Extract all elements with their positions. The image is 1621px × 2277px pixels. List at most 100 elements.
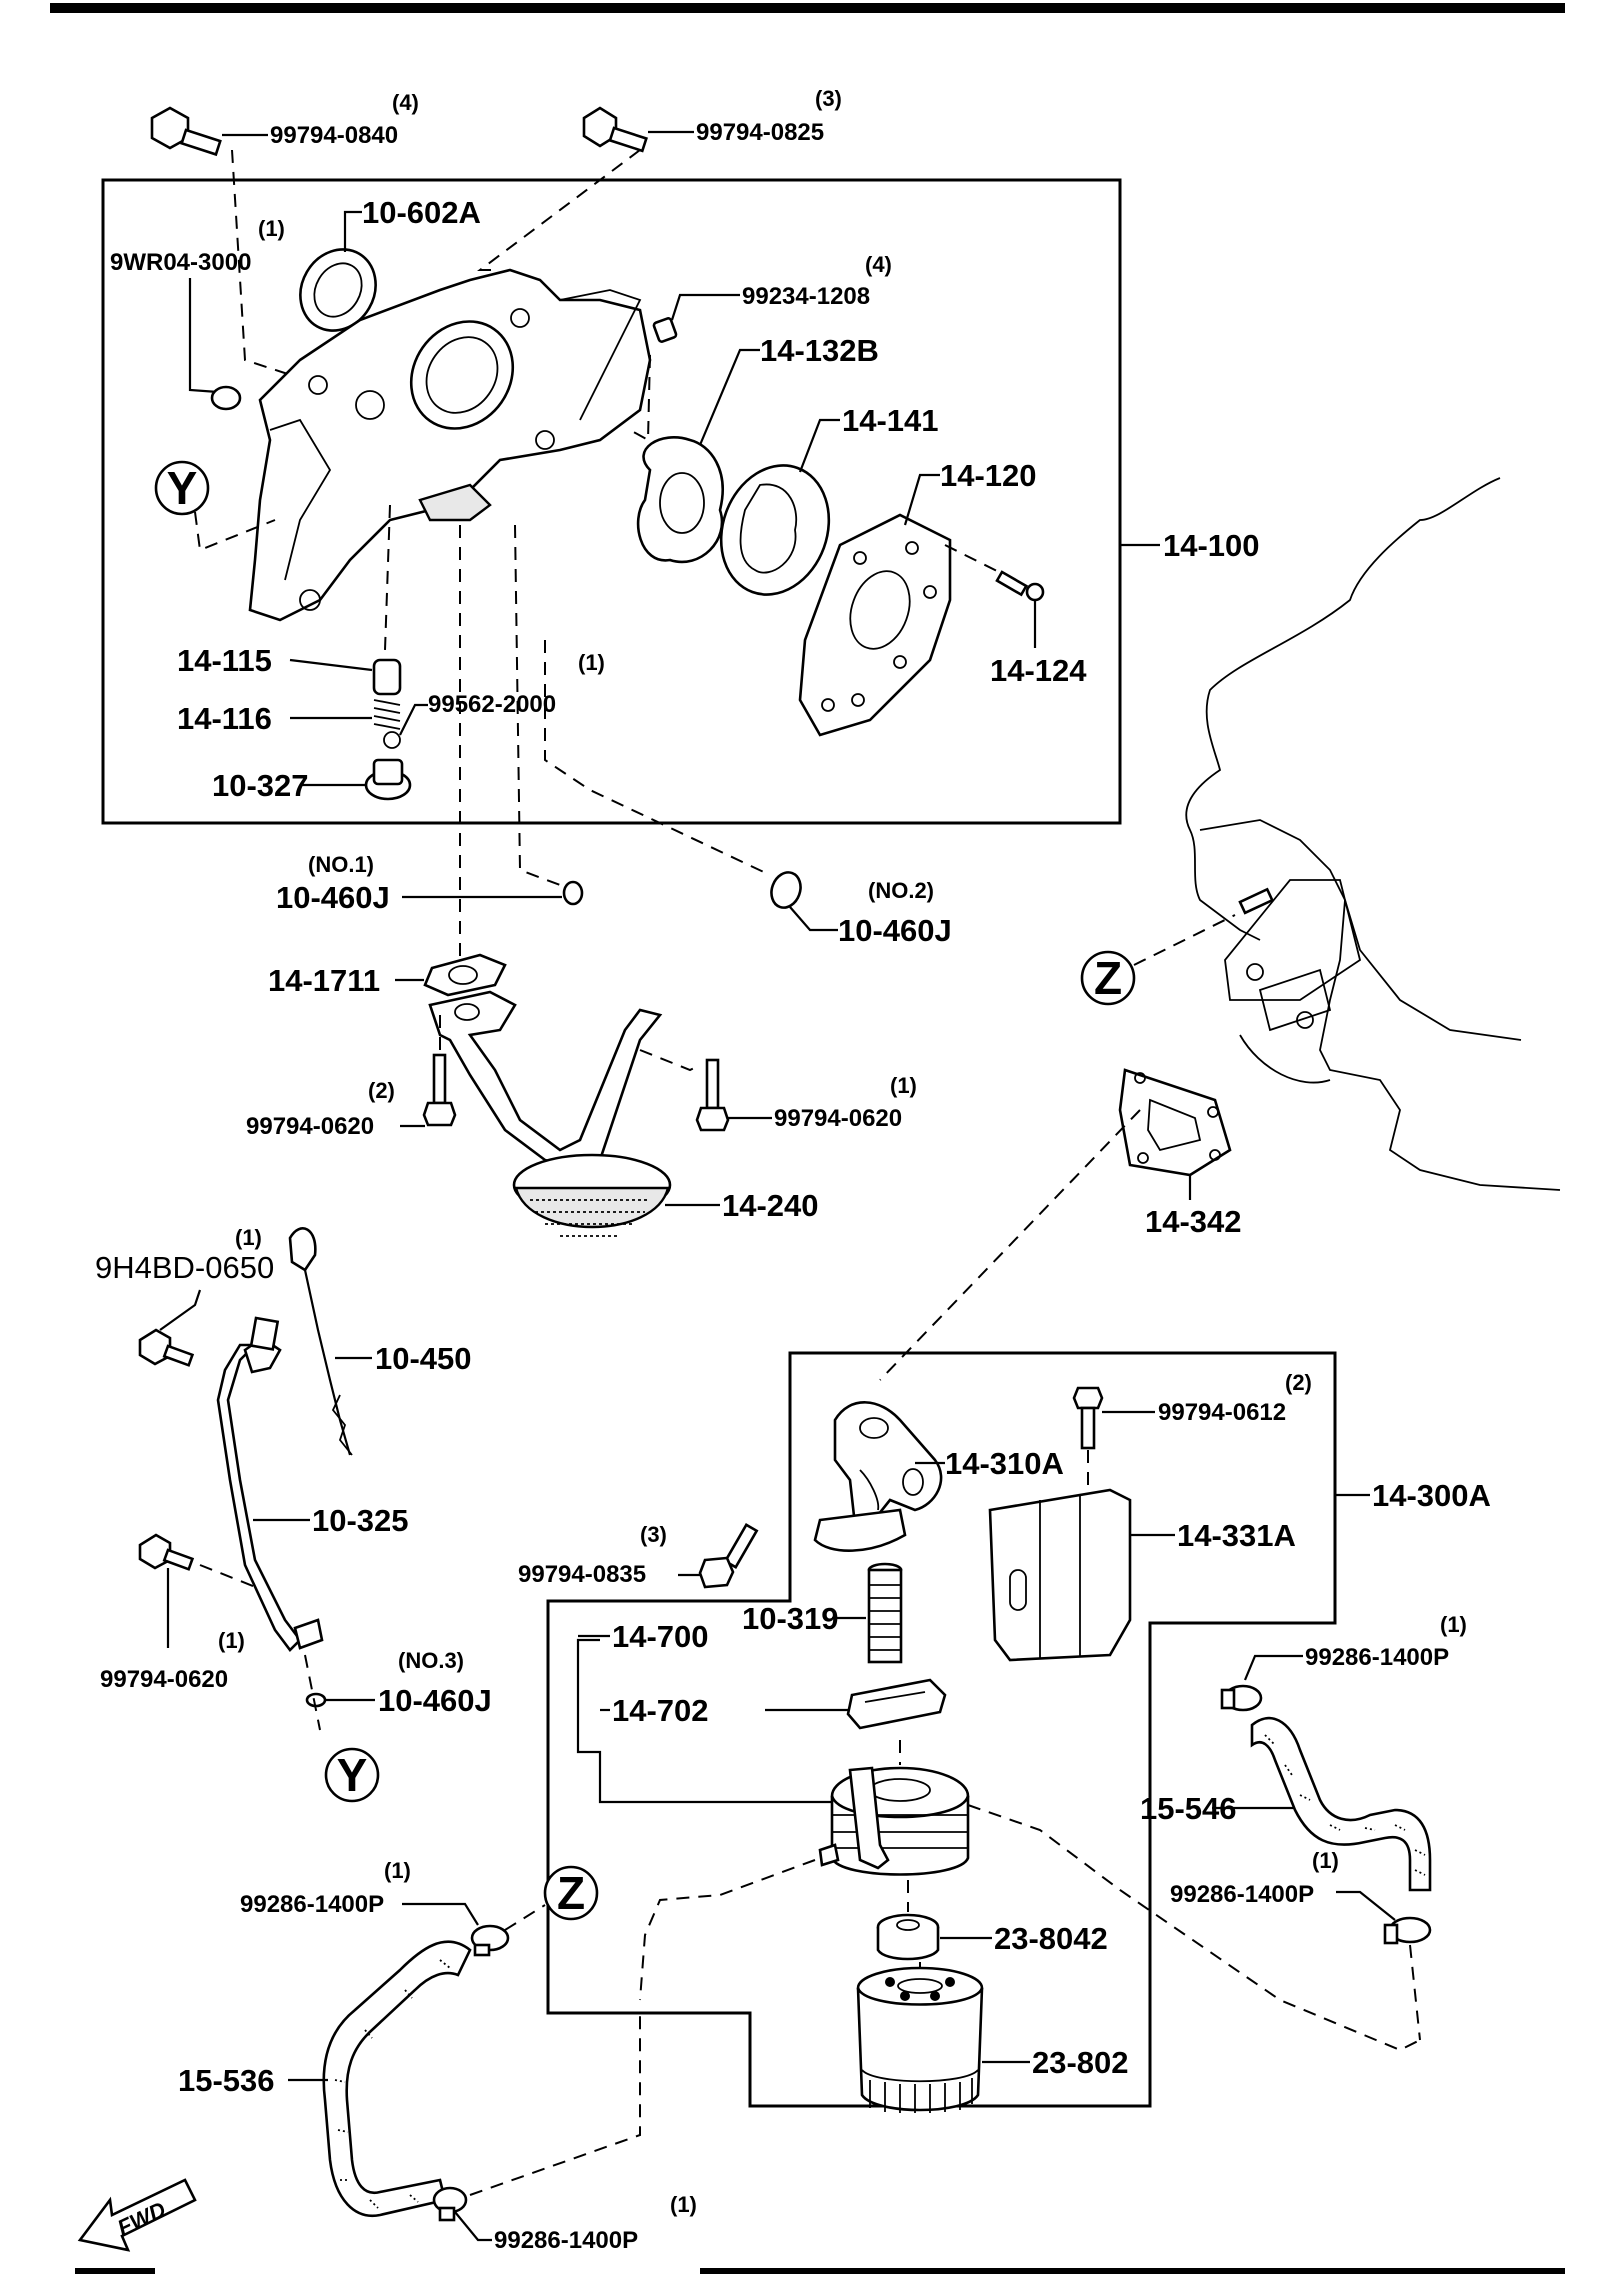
part-label-10-460J-no2[interactable]: 10-460J <box>838 913 952 948</box>
snap-ring-icon <box>383 731 401 749</box>
part-label-99794-0620-a[interactable]: 99794-0620 <box>246 1113 374 1140</box>
bolt-icon <box>695 1058 730 1132</box>
part-label-14-700[interactable]: 14-700 <box>612 1619 709 1654</box>
part-label-99286-1400P-d[interactable]: 99286-1400P <box>494 2227 638 2254</box>
part-qty-99794-0620-c: (1) <box>218 1628 245 1653</box>
reference-z-marker: Z <box>543 1865 599 1921</box>
svg-text:Y: Y <box>337 1749 368 1801</box>
hose-clip-icon <box>470 1924 510 1957</box>
bolt-icon <box>582 106 648 153</box>
part-label-99562-2000[interactable]: 99562-2000 <box>428 691 556 718</box>
gasket-icon <box>846 1678 947 1730</box>
bolt-icon <box>1072 1386 1104 1450</box>
part-qty-9H4BD-0650: (1) <box>235 1225 262 1250</box>
filter-body-icon <box>813 1401 943 1552</box>
part-label-14-141[interactable]: 14-141 <box>842 403 939 438</box>
part-label-99794-0612[interactable]: 99794-0612 <box>1158 1399 1286 1426</box>
part-label-99794-0840[interactable]: 99794-0840 <box>270 122 398 149</box>
inner-rotor-icon <box>636 436 724 564</box>
nut-icon <box>876 1913 940 1961</box>
o-ring-icon <box>305 1692 327 1708</box>
part-label-10-325[interactable]: 10-325 <box>312 1503 409 1538</box>
part-qty-99794-0620-b: (1) <box>890 1073 917 1098</box>
hose-clip-icon <box>1220 1684 1263 1712</box>
part-label-10-327[interactable]: 10-327 <box>212 768 309 803</box>
part-label-99286-1400P-b[interactable]: 99286-1400P <box>1170 1881 1314 1908</box>
part-label-14-1711[interactable]: 14-1711 <box>268 963 380 998</box>
part-note-10-460J-no1: (NO.1) <box>308 852 374 877</box>
part-qty-99286-1400P-c: (1) <box>384 1858 411 1883</box>
reference-y-marker: Y <box>154 460 210 516</box>
plug-icon <box>364 758 412 801</box>
part-label-14-116[interactable]: 14-116 <box>177 701 272 736</box>
oil-cooler-icon <box>818 1766 970 1876</box>
part-label-14-124[interactable]: 14-124 <box>990 653 1087 688</box>
plunger-icon <box>372 658 402 696</box>
part-label-99794-0835[interactable]: 99794-0835 <box>518 1561 646 1588</box>
bolt-icon <box>698 1523 759 1589</box>
part-label-14-100[interactable]: 14-100 <box>1163 528 1260 563</box>
part-label-14-300A[interactable]: 14-300A <box>1372 1478 1491 1513</box>
part-label-15-536[interactable]: 15-536 <box>178 2063 275 2098</box>
part-label-99286-1400P-a[interactable]: 99286-1400P <box>1305 1644 1449 1671</box>
part-label-10-450[interactable]: 10-450 <box>375 1341 472 1376</box>
bolt-icon <box>138 1328 195 1367</box>
bottom-border-right <box>700 2268 1565 2274</box>
oil-pump-assembly-box <box>101 178 1122 825</box>
part-label-99794-0620-c[interactable]: 99794-0620 <box>100 1666 228 1693</box>
part-label-99794-0825[interactable]: 99794-0825 <box>696 119 824 146</box>
part-label-14-702[interactable]: 14-702 <box>612 1693 709 1728</box>
part-qty-99286-1400P-b: (1) <box>1312 1848 1339 1873</box>
part-label-14-331A[interactable]: 14-331A <box>1177 1518 1296 1553</box>
part-label-10-602A[interactable]: 10-602A <box>362 195 481 230</box>
part-label-99286-1400P-c[interactable]: 99286-1400P <box>240 1891 384 1918</box>
part-label-14-310A[interactable]: 14-310A <box>945 1446 1064 1481</box>
part-label-9WR04-3000[interactable]: 9WR04-3000 <box>110 249 251 276</box>
part-label-10-319[interactable]: 10-319 <box>742 1601 839 1636</box>
svg-text:Y: Y <box>167 462 198 514</box>
oil-hose-icon <box>1250 1716 1432 1892</box>
part-label-99234-1208[interactable]: 99234-1208 <box>742 283 870 310</box>
part-label-14-132B[interactable]: 14-132B <box>760 333 879 368</box>
part-label-9H4BD-0650[interactable]: 9H4BD-0650 <box>95 1250 274 1285</box>
oil-seal-icon <box>299 248 377 332</box>
part-label-14-240[interactable]: 14-240 <box>722 1188 819 1223</box>
engine-block-outline <box>1185 477 1561 1191</box>
reference-y-marker: Y <box>324 1747 380 1803</box>
o-ring-icon <box>562 880 584 906</box>
part-label-23-802[interactable]: 23-802 <box>1032 2045 1129 2080</box>
part-label-14-342[interactable]: 14-342 <box>1145 1204 1242 1239</box>
part-label-14-120[interactable]: 14-120 <box>940 458 1037 493</box>
plug-icon <box>210 385 242 411</box>
screw-icon <box>995 570 1045 602</box>
gasket-icon <box>423 953 507 997</box>
bolt-icon <box>422 1053 457 1127</box>
part-label-14-115[interactable]: 14-115 <box>177 643 272 678</box>
part-label-99794-0620-b[interactable]: 99794-0620 <box>774 1105 902 1132</box>
part-note-10-460J-no2: (NO.2) <box>868 878 934 903</box>
part-label-23-8042[interactable]: 23-8042 <box>994 1921 1108 1956</box>
hose-clip-icon <box>1383 1916 1432 1945</box>
oil-filter-icon <box>856 1966 984 2113</box>
oil-filter-assembly-box <box>546 1351 1337 2108</box>
oil-pump-body-icon <box>248 268 652 622</box>
oil-strainer-icon <box>428 990 672 1237</box>
part-qty-99794-0835: (3) <box>640 1522 667 1547</box>
part-qty-9WR04-3000: (1) <box>258 216 285 241</box>
part-label-15-546[interactable]: 15-546 <box>1140 1791 1237 1826</box>
part-qty-99286-1400P-d: (1) <box>670 2192 697 2217</box>
forward-direction-arrow-icon: FWD <box>77 2178 197 2252</box>
gasket-icon <box>1118 1068 1232 1177</box>
part-qty-99286-1400P-a: (1) <box>1440 1612 1467 1637</box>
part-qty-99562-2000: (1) <box>578 650 605 675</box>
pump-cover-icon <box>798 513 952 737</box>
part-label-10-460J-no1[interactable]: 10-460J <box>276 880 390 915</box>
part-qty-99794-0612: (2) <box>1285 1370 1312 1395</box>
o-ring-icon <box>770 871 802 909</box>
dipstick-icon <box>288 1227 353 1456</box>
part-label-10-460J-no3[interactable]: 10-460J <box>378 1683 492 1718</box>
oil-hose-icon <box>322 1940 472 2218</box>
spring-icon <box>373 699 401 730</box>
svg-text:Z: Z <box>1094 952 1122 1004</box>
